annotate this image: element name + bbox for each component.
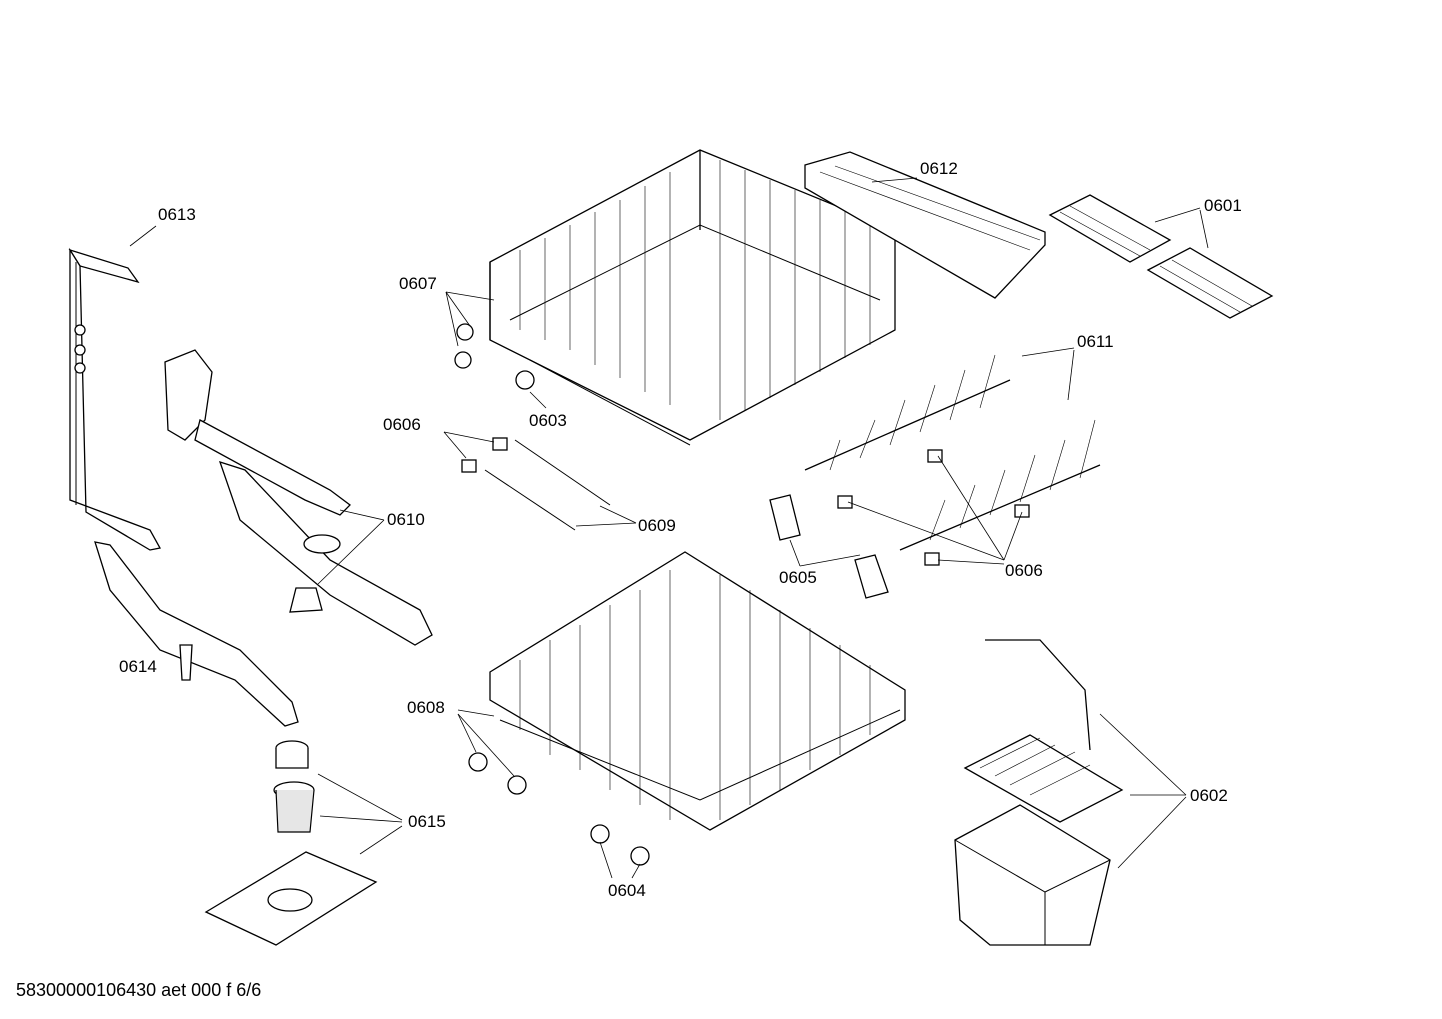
label-0614: 0614	[119, 657, 157, 676]
label-0613: 0613	[158, 205, 196, 224]
label-0604: 0604	[608, 881, 646, 900]
label-0608: 0608	[407, 698, 445, 717]
label-0607: 0607	[399, 274, 437, 293]
label-0606-left: 0606	[383, 415, 421, 434]
label-0611: 0611	[1077, 332, 1114, 351]
folding-rack-part	[1048, 194, 1274, 319]
upper-basket-part	[454, 149, 896, 446]
label-0615: 0615	[408, 812, 446, 831]
label-0612: 0612	[920, 159, 958, 178]
tine-rows-part	[804, 354, 1101, 551]
label-0606-right: 0606	[1005, 561, 1043, 580]
label-0609: 0609	[638, 516, 676, 535]
cutlery-tray-part	[804, 151, 1046, 299]
cutlery-basket-part	[954, 639, 1124, 946]
drawing-code: 58300000106430 aet 000 f 6/6	[16, 980, 262, 1000]
filter-part	[204, 740, 378, 946]
clip-parts	[769, 449, 1030, 599]
label-0603: 0603	[529, 411, 567, 430]
label-0602: 0602	[1190, 786, 1228, 805]
supply-pipe-part	[68, 247, 162, 551]
label-0605: 0605	[779, 568, 817, 587]
lower-basket-part	[468, 551, 906, 866]
label-0610: 0610	[387, 510, 425, 529]
upper-tines-part	[461, 437, 611, 531]
upper-spray-arm-part	[164, 349, 433, 646]
leader-lines	[129, 177, 1209, 879]
lower-spray-arm-part	[94, 541, 299, 727]
label-0601: 0601	[1204, 196, 1242, 215]
